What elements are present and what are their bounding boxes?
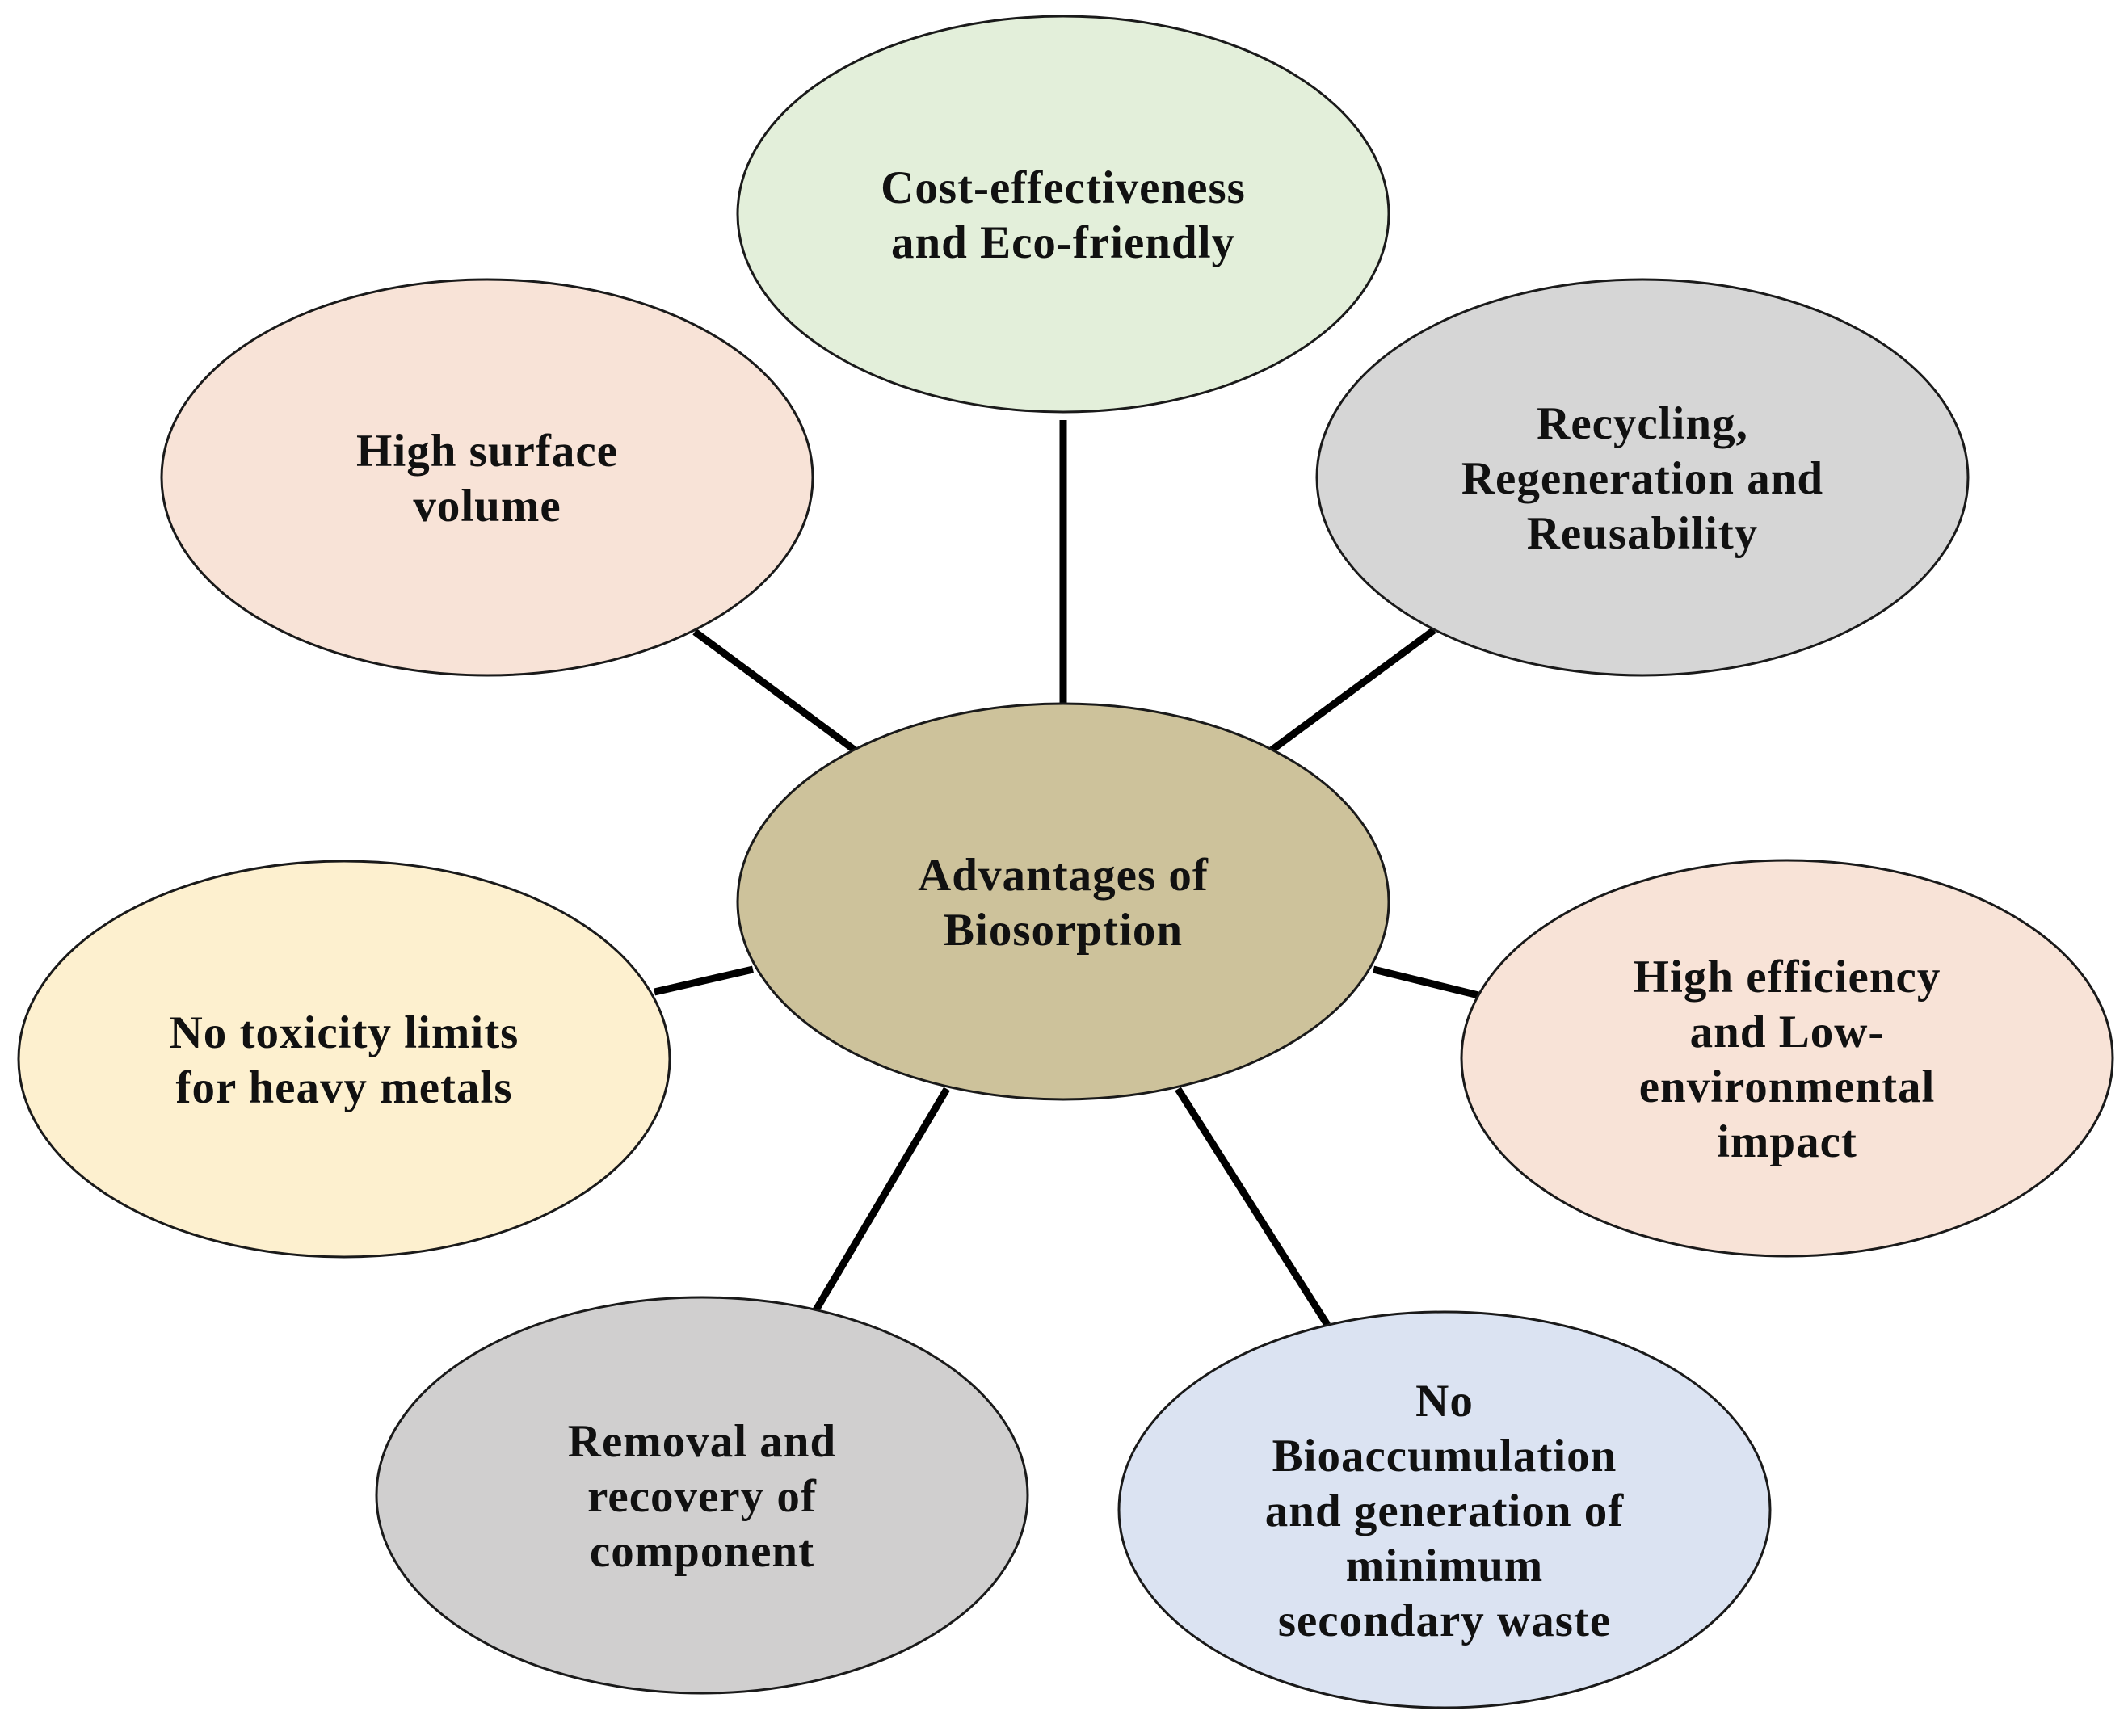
center-node-label-line: Biosorption: [944, 905, 1183, 956]
connector-high-efficiency: [1372, 965, 1480, 999]
node-high-surface-label-line: volume: [413, 481, 561, 532]
connector-no-bioaccumulation: [1175, 1087, 1331, 1327]
node-no-bioaccumulation-label-line: minimum: [1346, 1541, 1544, 1591]
node-high-efficiency-shape: [1460, 859, 2114, 1258]
node-removal-recovery-label-line: component: [590, 1526, 814, 1577]
node-no-bioaccumulation-label-line: Bioaccumulation: [1272, 1431, 1617, 1482]
node-high-efficiency-label-line: High efficiency: [1634, 952, 1941, 1003]
connector-no-toxicity: [653, 965, 755, 996]
node-no-bioaccumulation-label-line: secondary waste: [1278, 1595, 1611, 1646]
node-recycling-label-line: Regeneration and: [1461, 453, 1823, 504]
node-cost-effectiveness-label-line: Cost-effectiveness: [881, 162, 1246, 213]
node-removal-recovery-shape: [375, 1296, 1029, 1695]
node-recycling-shape: [1315, 278, 1970, 677]
node-high-efficiency-label-line: impact: [1717, 1116, 1857, 1167]
node-no-bioaccumulation-shape: [1117, 1310, 1772, 1709]
node-cost-effectiveness-shape: [736, 15, 1390, 414]
connector-removal-recovery: [811, 1087, 950, 1315]
node-recycling-label-line: Recycling,: [1537, 398, 1748, 449]
node-no-toxicity-shape: [17, 860, 671, 1259]
node-high-surface-label-line: High surface: [356, 426, 618, 477]
node-no-toxicity-label-line: for heavy metals: [175, 1062, 512, 1113]
node-removal-recovery-label-line: recovery of: [587, 1471, 817, 1522]
connectors: [653, 420, 1480, 1327]
node-high-efficiency-label-line: and Low-: [1690, 1007, 1885, 1057]
node-removal-recovery-label-line: Removal and: [568, 1416, 836, 1467]
connector-recycling: [1268, 627, 1436, 755]
node-no-bioaccumulation-label-line: and generation of: [1265, 1486, 1625, 1536]
center-node-shape: [736, 702, 1390, 1101]
node-no-bioaccumulation-label-line: No: [1415, 1376, 1474, 1427]
node-high-efficiency-label-line: environmental: [1639, 1061, 1936, 1112]
connector-high-surface: [692, 628, 859, 755]
node-cost-effectiveness-label-line: and Eco-friendly: [891, 217, 1235, 268]
node-high-surface-shape: [160, 278, 814, 677]
node-recycling-label-line: Reusability: [1527, 508, 1759, 559]
center-node-label-line: Advantages of: [918, 850, 1209, 901]
node-no-toxicity-label-line: No toxicity limits: [170, 1007, 519, 1058]
